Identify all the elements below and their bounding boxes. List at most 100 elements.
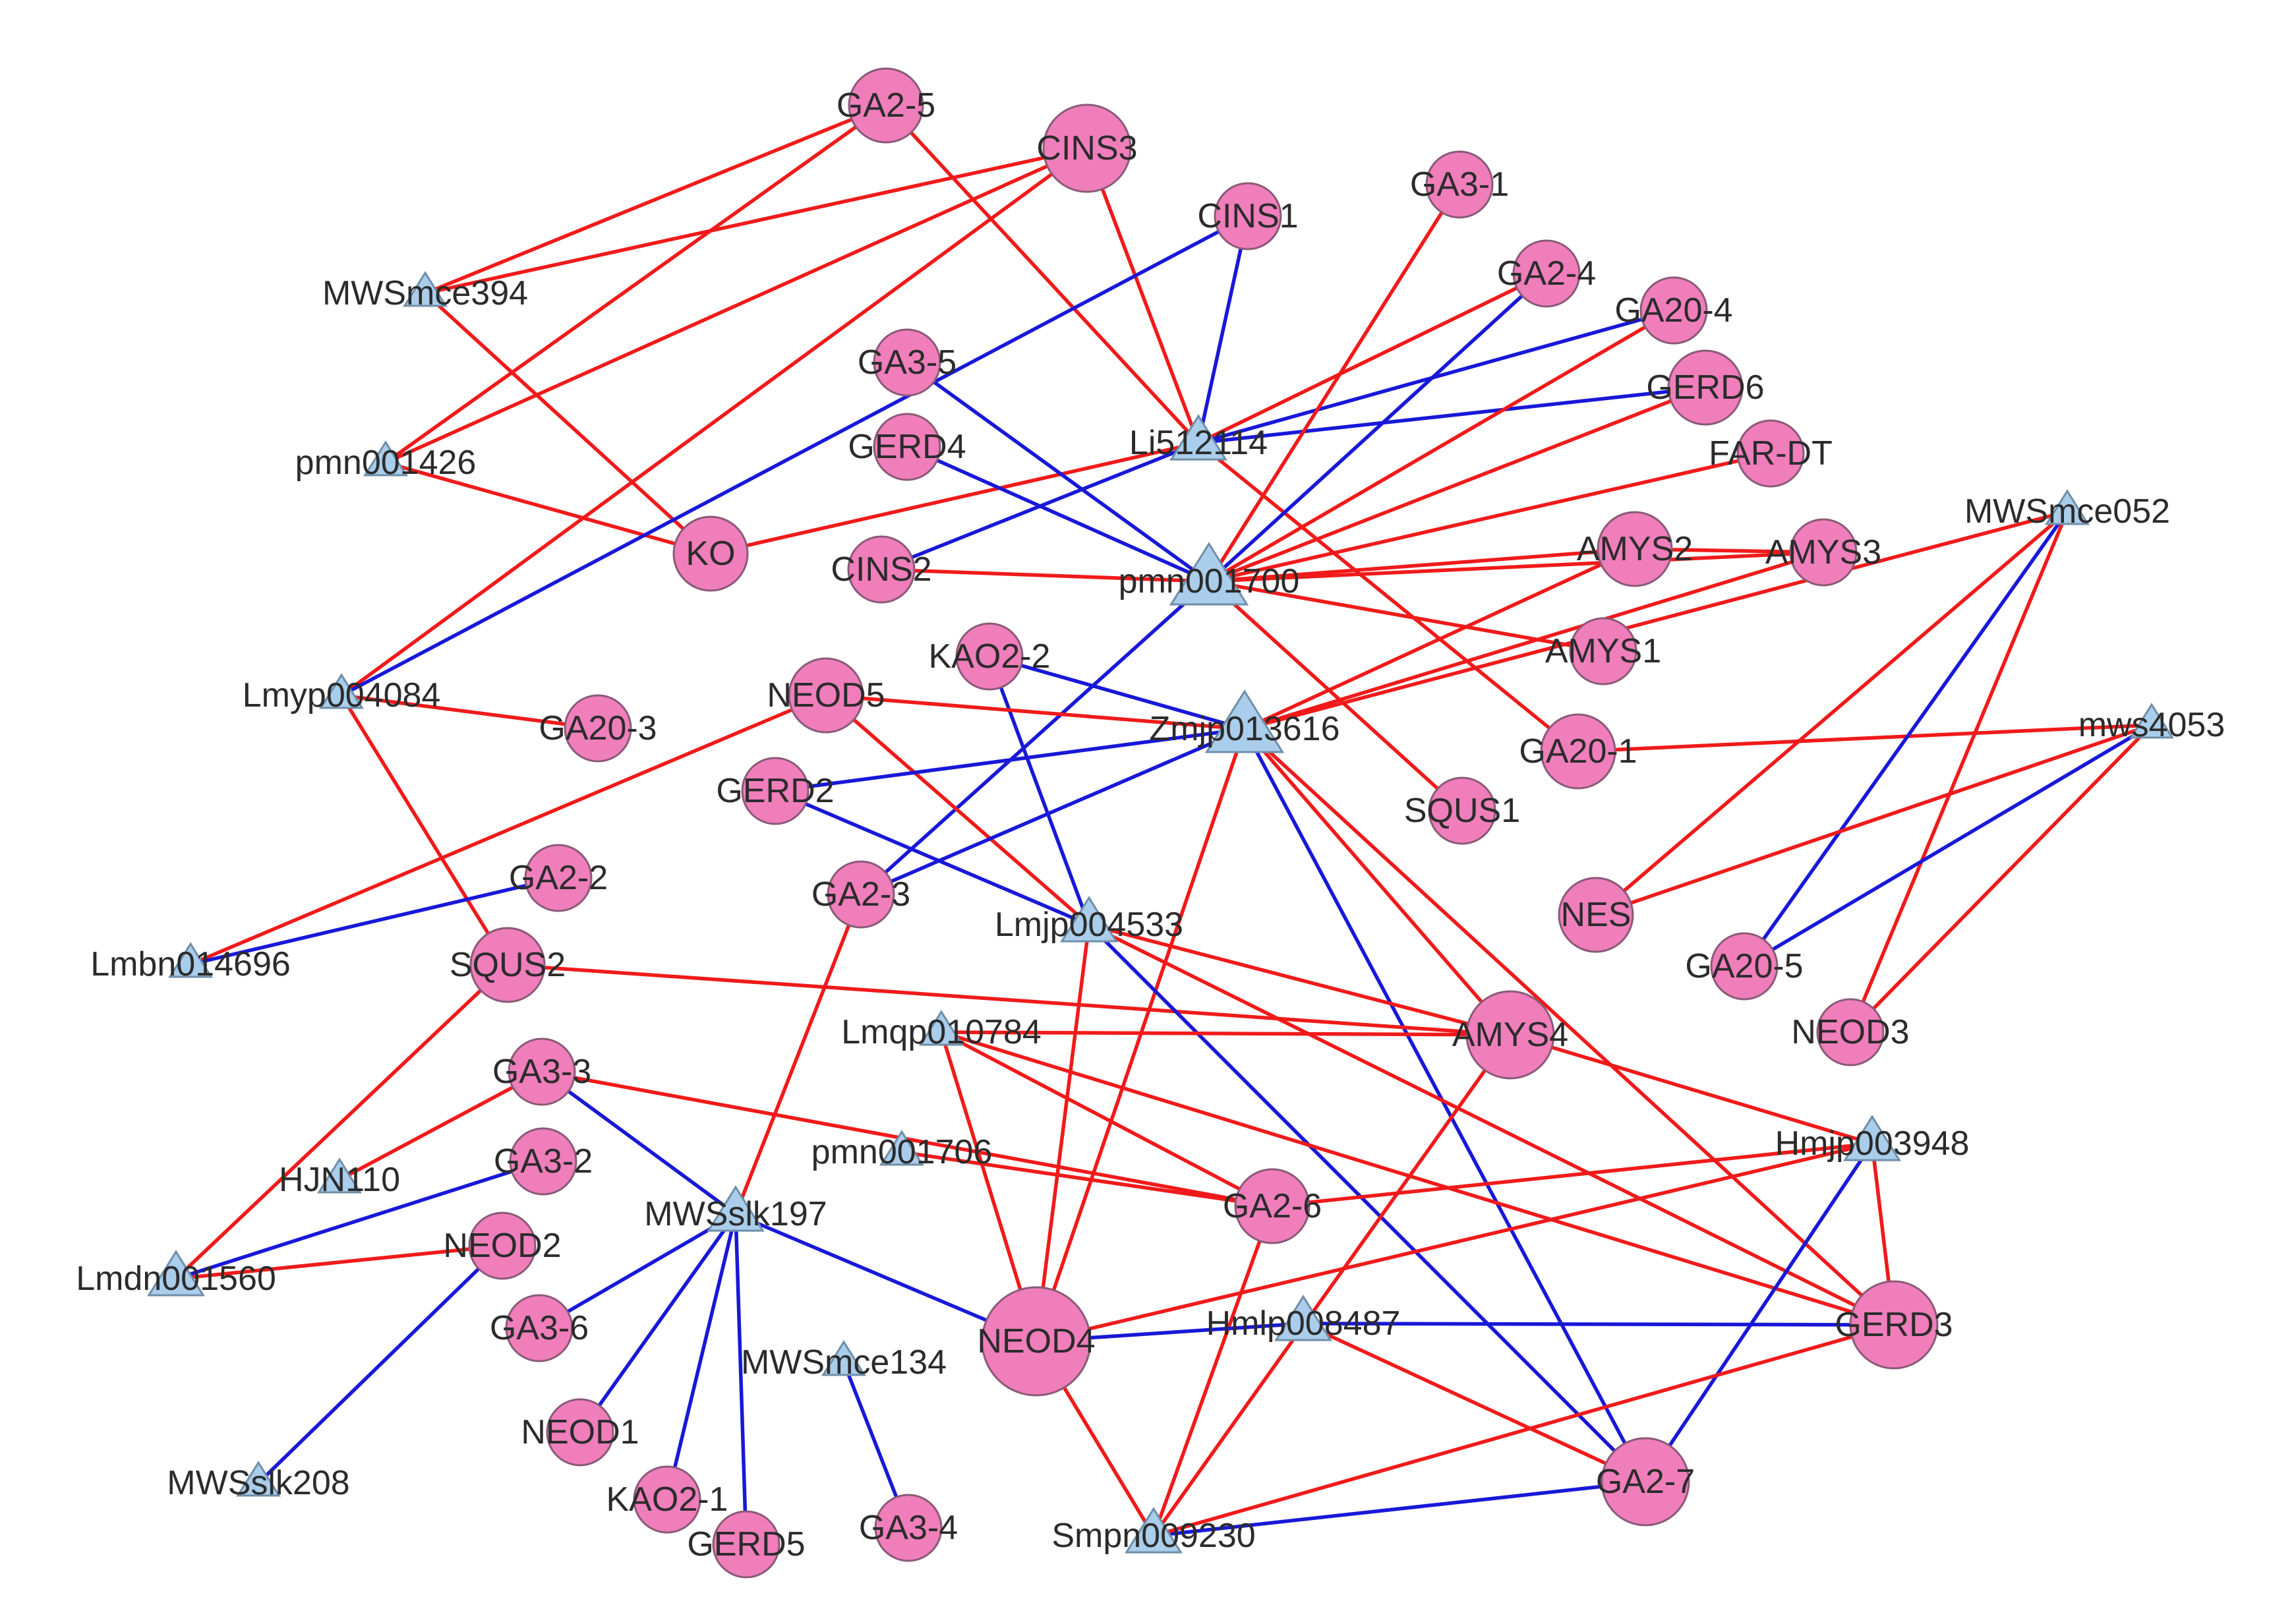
node-cins3[interactable]: CINS3 — [1036, 103, 1138, 193]
node-lmbn014696[interactable]: Lmbn014696 — [90, 942, 291, 983]
node-amys3[interactable]: AMYS3 — [1765, 518, 1881, 587]
node-gerd2[interactable]: GERD2 — [716, 757, 835, 825]
node-mwsmce394[interactable]: MWSmce394 — [322, 271, 528, 312]
node-mwsslk197[interactable]: MWSslk197 — [644, 1185, 827, 1233]
node-gerd6[interactable]: GERD6 — [1646, 349, 1765, 426]
circle-node-shape — [1736, 419, 1805, 488]
node-label: GA2-6 — [1223, 1187, 1322, 1225]
node-pmn001706[interactable]: pmn001706 — [811, 1130, 993, 1171]
triangle-node-shape — [1274, 1295, 1332, 1341]
node-mwsmce052[interactable]: MWSmce052 — [1964, 489, 2170, 531]
circle-node-shape — [524, 844, 593, 912]
node-ga2-6[interactable]: GA2-6 — [1223, 1168, 1322, 1244]
node-cins1[interactable]: CINS1 — [1197, 182, 1299, 250]
node-ga3-5[interactable]: GA3-5 — [858, 328, 957, 397]
node-lmjp004533[interactable]: Lmjp004533 — [995, 896, 1183, 944]
node-label: FAR-DT — [1709, 434, 1833, 473]
edge-layer — [175, 103, 2153, 1545]
edge-pmn001706-ga2-6 — [901, 1150, 1273, 1208]
circle-node-shape — [873, 413, 941, 481]
circle-node-shape — [827, 860, 895, 929]
node-neod3[interactable]: NEOD3 — [1791, 998, 1910, 1066]
node-neod5[interactable]: NEOD5 — [767, 657, 885, 734]
circle-node-shape — [1042, 103, 1132, 193]
node-amys2[interactable]: AMYS2 — [1577, 511, 1693, 587]
edge-far-dt-pmn001700 — [1208, 452, 1771, 583]
edge-ga2-5-mwsmce394 — [424, 103, 887, 295]
edge-li512114-ga20-1 — [1197, 441, 1579, 753]
node-mwsmce134[interactable]: MWSmce134 — [741, 1340, 947, 1382]
edge-kao2-2-zmjp013616 — [989, 655, 1245, 731]
edge-ga2-5-li512114 — [884, 104, 1200, 444]
node-ga20-4[interactable]: GA20-4 — [1614, 276, 1733, 345]
node-label: Smpn009230 — [1051, 1517, 1255, 1555]
node-lmdn001560[interactable]: Lmdn001560 — [76, 1250, 276, 1298]
node-label: GERD2 — [716, 772, 834, 810]
edge-ko-li512114 — [710, 441, 1199, 556]
node-squs2[interactable]: SQUS2 — [450, 927, 566, 1003]
node-nes[interactable]: NES — [1558, 877, 1634, 953]
node-lmqp010784[interactable]: Lmqp010784 — [841, 1010, 1042, 1051]
node-ga3-2[interactable]: GA3-2 — [494, 1127, 593, 1196]
node-pmn001426[interactable]: pmn001426 — [295, 440, 477, 482]
node-neod4[interactable]: NEOD4 — [977, 1286, 1096, 1397]
circle-node-shape — [505, 1294, 574, 1362]
node-label: GA2-5 — [837, 86, 935, 125]
node-label: AMYS4 — [1452, 1016, 1568, 1054]
node-smpn009230[interactable]: Smpn009230 — [1051, 1507, 1256, 1555]
node-squs1[interactable]: SQUS1 — [1404, 776, 1520, 845]
node-label: GA3-4 — [859, 1509, 958, 1547]
circle-node-shape — [1597, 511, 1673, 587]
node-far-dt[interactable]: FAR-DT — [1709, 419, 1833, 488]
edge-ga3-3-hjn110 — [338, 1070, 543, 1182]
node-ga3-6[interactable]: GA3-6 — [490, 1294, 589, 1362]
node-hmjp003948[interactable]: Hmjp003948 — [1775, 1115, 1970, 1163]
node-cins2[interactable]: CINS2 — [831, 535, 932, 604]
edge-ga2-4-pmn001700 — [1208, 272, 1548, 583]
node-gerd5[interactable]: GERD5 — [687, 1510, 806, 1579]
node-neod2[interactable]: NEOD2 — [443, 1211, 562, 1280]
node-mws4053[interactable]: mws4053 — [2078, 703, 2225, 744]
circle-node-shape — [1465, 990, 1555, 1080]
circle-node-shape — [1540, 713, 1616, 790]
node-hmlp008487[interactable]: Hmlp008487 — [1206, 1295, 1401, 1343]
node-amys1[interactable]: AMYS1 — [1545, 617, 1661, 685]
node-ga2-3[interactable]: GA2-3 — [811, 860, 910, 929]
node-label: MWSmce052 — [1964, 492, 2170, 531]
node-label: MWSmce134 — [741, 1343, 947, 1382]
edge-mws4053-neod3 — [1849, 724, 2153, 1034]
node-label: MWSslk208 — [167, 1464, 349, 1502]
node-label: GA2-4 — [1497, 254, 1596, 293]
circle-node-shape — [1425, 150, 1494, 219]
node-ga2-5[interactable]: GA2-5 — [837, 67, 935, 144]
edge-ga2-6-hmjp003948 — [1272, 1142, 1873, 1208]
edge-cins1-li512114 — [1196, 216, 1250, 444]
node-pmn001700[interactable]: pmn001700 — [1119, 542, 1300, 606]
node-ga20-5[interactable]: GA20-5 — [1685, 932, 1804, 1001]
edge-ga2-4-li512114 — [1197, 272, 1548, 445]
node-kao2-2[interactable]: KAO2-2 — [929, 622, 1051, 691]
node-ga3-1[interactable]: GA3-1 — [1410, 150, 1509, 219]
node-gerd4[interactable]: GERD4 — [848, 413, 966, 481]
node-ga3-4[interactable]: GA3-4 — [859, 1494, 958, 1562]
node-ga2-2[interactable]: GA2-2 — [509, 844, 608, 912]
node-neod1[interactable]: NEOD1 — [521, 1398, 639, 1467]
node-amys4[interactable]: AMYS4 — [1452, 990, 1568, 1080]
node-li512114[interactable]: Li512114 — [1129, 414, 1268, 462]
node-lmyp004084[interactable]: Lmyp004084 — [243, 673, 441, 714]
edge-hmlp008487-ga2-7 — [1302, 1322, 1647, 1484]
node-ga20-3[interactable]: GA20-3 — [539, 694, 657, 763]
node-hjn110[interactable]: HJN110 — [279, 1157, 400, 1199]
node-gerd3[interactable]: GERD3 — [1835, 1280, 1953, 1370]
node-ga2-7[interactable]: GA2-7 — [1596, 1437, 1695, 1527]
node-ga20-1[interactable]: GA20-1 — [1519, 713, 1637, 790]
node-zmjp013616[interactable]: Zmjp013616 — [1149, 689, 1340, 753]
node-ko[interactable]: KO — [672, 515, 749, 592]
circle-node-shape — [1667, 349, 1744, 426]
circle-node-shape — [1849, 1280, 1939, 1370]
node-ga2-4[interactable]: GA2-4 — [1497, 239, 1596, 308]
node-mwsslk208[interactable]: MWSslk208 — [167, 1461, 350, 1502]
node-ga3-3[interactable]: GA3-3 — [492, 1037, 591, 1106]
node-kao2-1[interactable]: KAO2-1 — [606, 1465, 728, 1534]
